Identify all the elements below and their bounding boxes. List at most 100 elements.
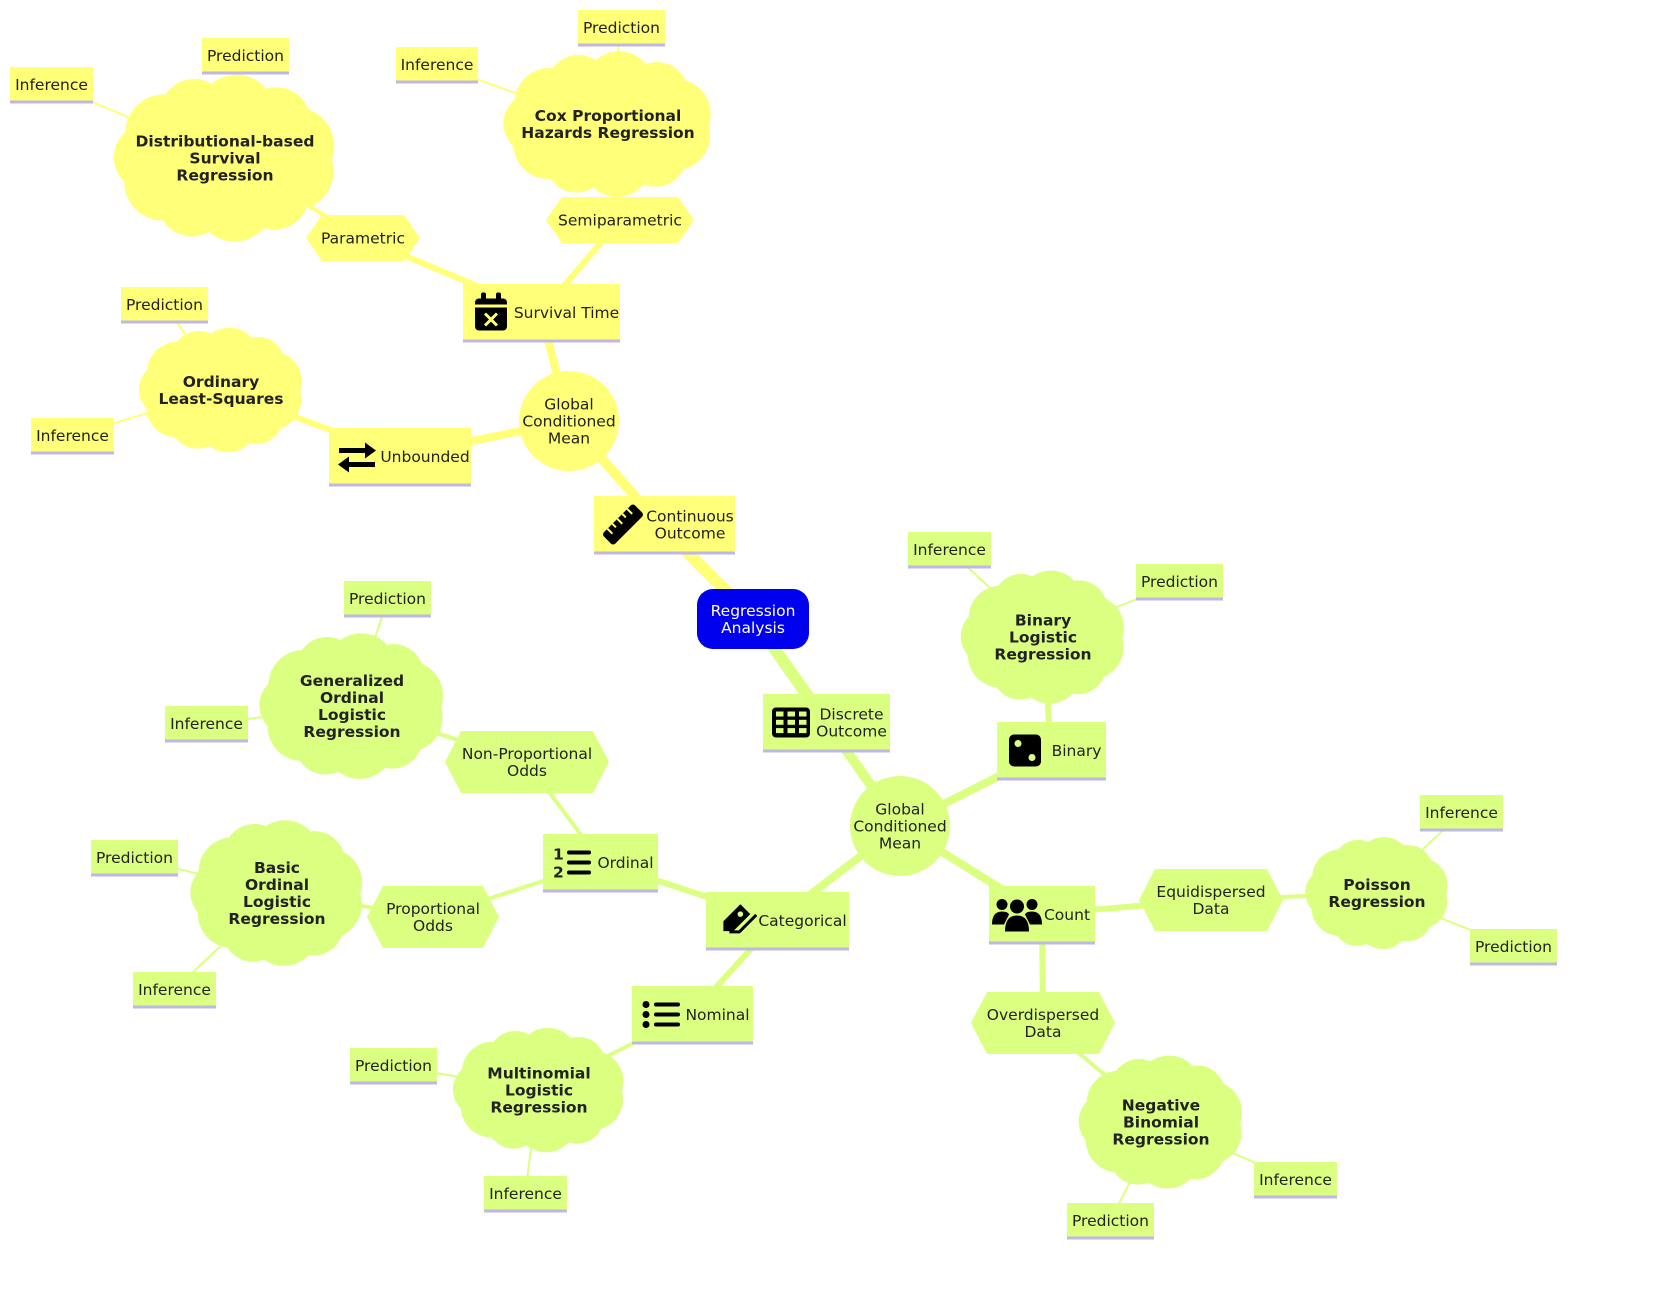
leaf-label: Inference [489, 1185, 562, 1203]
ols-inference-leaf: Inference [31, 418, 114, 455]
node-label: Semiparametric [558, 212, 682, 230]
generalized-prediction-leaf: Prediction [344, 581, 431, 618]
cox-inference-leaf: Inference [396, 47, 478, 84]
nominal-node: Nominal [632, 986, 753, 1045]
nb-prediction-leaf: Prediction [1067, 1203, 1154, 1240]
binary-inference-leaf: Inference [908, 532, 991, 569]
poisson-prediction-leaf: Prediction [1470, 929, 1557, 966]
cox-prediction-leaf: Prediction [578, 10, 665, 47]
leaf-label: Prediction [1475, 938, 1552, 956]
categorical-node: Categorical [706, 892, 849, 951]
leaf-label: Inference [170, 715, 243, 733]
ordered-list-icon: 12 [553, 846, 591, 882]
ruler-icon [603, 504, 643, 545]
dist-prediction-leaf: Prediction [202, 38, 289, 75]
leaf-label: Inference [1425, 804, 1498, 822]
binary-prediction-leaf: Prediction [1136, 564, 1223, 601]
tags-icon [723, 904, 758, 934]
leaf-label: Prediction [355, 1057, 432, 1075]
multinomial-prediction-leaf: Prediction [350, 1048, 437, 1085]
arrows-exchange-icon [338, 442, 376, 473]
node-label: Parametric [321, 230, 405, 248]
semiparametric-node: Semiparametric [546, 197, 694, 243]
leaf-label: Prediction [583, 19, 660, 37]
basic-prediction-leaf: Prediction [91, 840, 178, 877]
grid-table-icon [772, 707, 810, 738]
multinomial-inference-leaf: Inference [484, 1176, 567, 1213]
node-label: Binary [1052, 742, 1102, 760]
dice-icon [1009, 734, 1041, 767]
calendar-x-icon [475, 292, 507, 331]
svg-text:1: 1 [553, 846, 564, 864]
leaf-label: Prediction [126, 296, 203, 314]
binary-node: Binary [997, 722, 1106, 781]
parametric-node: Parametric [306, 215, 420, 261]
leaf-label: Prediction [96, 849, 173, 867]
list-icon [642, 1001, 680, 1028]
leaf-label: Inference [138, 981, 211, 999]
generalized-inference-leaf: Inference [165, 706, 248, 743]
leaf-label: Inference [15, 76, 88, 94]
survival-time-node: Survival Time [463, 284, 620, 343]
leaf-label: Prediction [349, 590, 426, 608]
count-node: Count [989, 886, 1095, 945]
unbounded-node: Unbounded [329, 428, 471, 487]
leaf-label: Prediction [207, 47, 284, 65]
leaf-label: Inference [1259, 1171, 1332, 1189]
svg-text:2: 2 [553, 864, 564, 882]
node-label: Survival Time [514, 304, 619, 322]
leaf-label: Inference [913, 541, 986, 559]
basic-inference-leaf: Inference [133, 972, 216, 1009]
users-icon [992, 899, 1042, 932]
leaf-label: Prediction [1141, 573, 1218, 591]
ols-prediction-leaf: Prediction [121, 287, 208, 324]
leaf-label: Inference [401, 56, 474, 74]
node-label: Unbounded [380, 448, 469, 466]
dist-inference-leaf: Inference [10, 67, 93, 104]
nb-inference-leaf: Inference [1254, 1162, 1337, 1199]
node-label: Count [1044, 906, 1090, 924]
leaf-label: Prediction [1072, 1212, 1149, 1230]
node-label: Nominal [685, 1006, 749, 1024]
poisson-inference-leaf: Inference [1420, 795, 1503, 832]
